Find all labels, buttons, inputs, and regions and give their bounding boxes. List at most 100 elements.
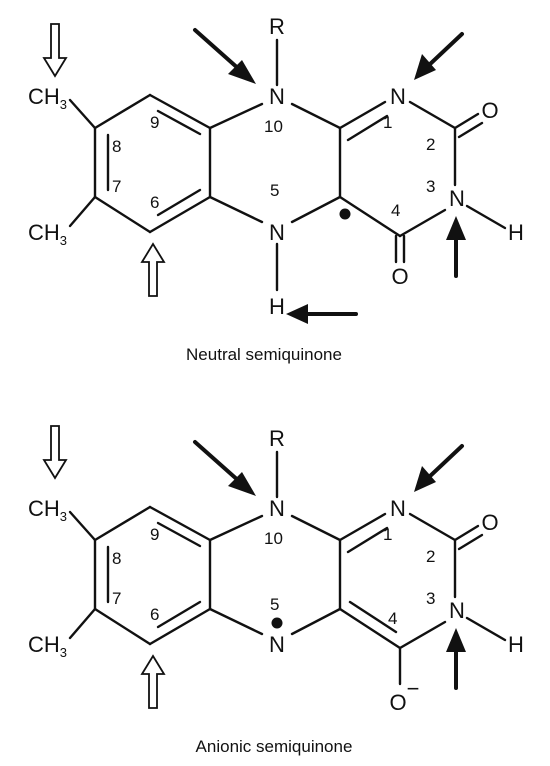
- n3-label: N: [449, 598, 465, 623]
- double-bond: [346, 526, 389, 554]
- anionic-semiquinone-structure: R N N O N H O − N CH3 CH3 9 8 7 6 10 1 2…: [28, 425, 524, 756]
- bond: [338, 195, 402, 238]
- bond: [338, 607, 402, 650]
- h3-label: H: [508, 220, 524, 245]
- double-bond: [156, 521, 202, 548]
- bond: [453, 524, 480, 542]
- double-bond: [457, 121, 484, 139]
- arrow-to-h5: [286, 304, 358, 324]
- bond: [290, 607, 342, 636]
- methyl-top-label: CH3: [28, 496, 67, 524]
- hollow-arrow-up-icon: [140, 654, 166, 709]
- o2-label: O: [481, 510, 498, 535]
- bond: [93, 195, 152, 234]
- double-bond: [457, 533, 484, 551]
- r-group-label: R: [269, 426, 285, 451]
- position-2: 2: [426, 547, 435, 566]
- bond: [148, 93, 212, 130]
- position-8: 8: [112, 549, 121, 568]
- bond: [398, 208, 447, 238]
- bond: [408, 100, 457, 130]
- bond: [408, 512, 457, 542]
- neutral-semiquinone-structure: R N N O N H O N H CH3 CH3 9 8 7 6 10 1 2…: [28, 14, 524, 364]
- n3-label: N: [449, 186, 465, 211]
- arrow-to-n10: [193, 440, 256, 496]
- bond: [398, 620, 447, 650]
- n10-label: N: [269, 84, 285, 109]
- bond: [148, 505, 212, 542]
- position-1: 1: [383, 113, 392, 132]
- methyl-top-label: CH3: [28, 84, 67, 112]
- hollow-arrow-down-icon: [42, 425, 68, 480]
- position-6: 6: [150, 193, 159, 212]
- position-8: 8: [112, 137, 121, 156]
- double-bond: [156, 109, 202, 136]
- arrow-to-n3: [446, 628, 466, 690]
- bond: [68, 510, 97, 542]
- bond: [93, 607, 152, 646]
- bond: [68, 98, 97, 130]
- o2-label: O: [481, 98, 498, 123]
- n5-label: N: [269, 220, 285, 245]
- position-5: 5: [270, 595, 279, 614]
- bond: [68, 195, 97, 228]
- double-bond: [348, 600, 398, 634]
- arrow-to-n10: [193, 28, 256, 84]
- hollow-arrow-down-icon: [42, 23, 68, 78]
- position-5: 5: [270, 181, 279, 200]
- h3-label: H: [508, 632, 524, 657]
- bond: [148, 607, 212, 646]
- bond: [208, 607, 264, 636]
- bond: [93, 93, 152, 130]
- position-7: 7: [112, 589, 121, 608]
- bond: [208, 195, 264, 224]
- bond: [465, 204, 507, 230]
- double-bond: [156, 600, 202, 629]
- position-3: 3: [426, 177, 435, 196]
- position-10: 10: [264, 117, 283, 136]
- o4-label: O: [389, 690, 406, 715]
- bond: [208, 102, 264, 130]
- methyl-bottom-label: CH3: [28, 632, 67, 660]
- n5-label: N: [269, 632, 285, 657]
- r-group-label: R: [269, 14, 285, 39]
- bond: [68, 607, 97, 640]
- position-2: 2: [426, 135, 435, 154]
- n10-label: N: [269, 496, 285, 521]
- negative-charge-label: −: [407, 676, 420, 701]
- arrow-to-n1: [414, 32, 464, 80]
- position-6: 6: [150, 605, 159, 624]
- bond: [465, 616, 507, 642]
- arrow-to-n3: [446, 216, 466, 278]
- bond: [290, 102, 342, 130]
- position-3: 3: [426, 589, 435, 608]
- caption-anionic: Anionic semiquinone: [196, 737, 353, 756]
- position-10: 10: [264, 529, 283, 548]
- bond: [290, 514, 342, 542]
- position-4: 4: [391, 201, 400, 220]
- o4-label: O: [391, 264, 408, 289]
- bond: [338, 100, 387, 130]
- caption-neutral: Neutral semiquinone: [186, 345, 342, 364]
- hollow-arrow-up-icon: [140, 242, 166, 297]
- double-bond: [156, 188, 202, 217]
- bond: [208, 514, 264, 542]
- position-4: 4: [388, 609, 397, 628]
- n1-label: N: [390, 496, 406, 521]
- position-9: 9: [150, 113, 159, 132]
- double-bond: [346, 114, 389, 142]
- bond: [290, 195, 342, 224]
- h5-label: H: [269, 294, 285, 319]
- bond: [148, 195, 212, 234]
- bond: [453, 112, 480, 130]
- position-7: 7: [112, 177, 121, 196]
- bond: [338, 512, 387, 542]
- arrow-to-n1: [414, 444, 464, 492]
- position-9: 9: [150, 525, 159, 544]
- radical-dot: [339, 208, 351, 220]
- radical-dot: [271, 617, 283, 629]
- methyl-bottom-label: CH3: [28, 220, 67, 248]
- n1-label: N: [390, 84, 406, 109]
